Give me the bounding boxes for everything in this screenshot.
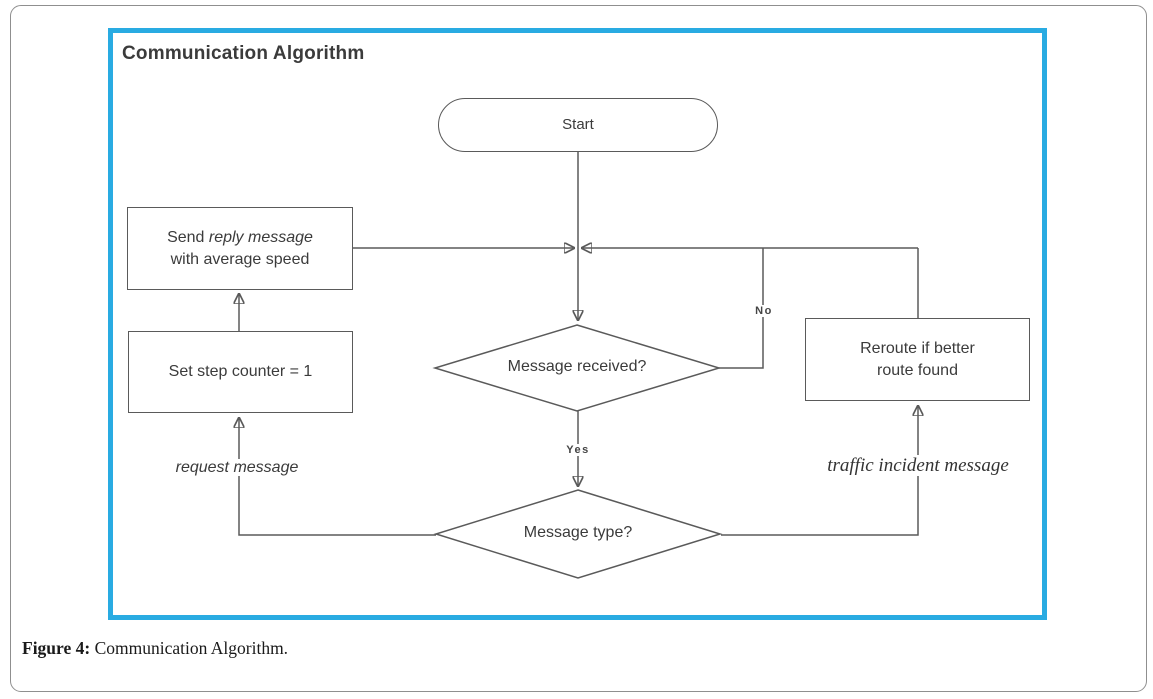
decision-message-received-shape bbox=[432, 324, 722, 412]
decision-message-received-label: Message received? bbox=[507, 358, 647, 375]
node-set-step-counter-label: Set step counter = 1 bbox=[168, 363, 313, 381]
figure-caption-text: Communication Algorithm. bbox=[90, 638, 289, 658]
decision-message-type-label: Message type? bbox=[523, 524, 633, 541]
node-reroute: Reroute if better route found bbox=[805, 318, 1030, 401]
connector-traffic-branch bbox=[721, 406, 918, 536]
node-send-reply-label: Send reply message with average speed bbox=[167, 228, 313, 268]
edge-label-request-message: request message bbox=[137, 459, 337, 477]
node-send-reply: Send reply message with average speed bbox=[127, 207, 353, 290]
figure-caption: Figure 4: Communication Algorithm. bbox=[22, 638, 288, 659]
decision-message-type-shape bbox=[433, 489, 723, 579]
diagram-title: Communication Algorithm bbox=[122, 43, 365, 64]
figure-caption-prefix: Figure 4: bbox=[22, 638, 91, 658]
edge-label-no: No bbox=[746, 305, 782, 317]
node-start: Start bbox=[438, 98, 718, 152]
edge-label-traffic-incident-message: traffic incident message bbox=[800, 455, 1036, 477]
node-start-label: Start bbox=[562, 115, 594, 133]
edge-label-yes: Yes bbox=[556, 444, 600, 456]
connector-request-branch bbox=[239, 418, 436, 536]
connector-no-loop bbox=[719, 248, 764, 369]
node-set-step-counter: Set step counter = 1 bbox=[128, 331, 353, 413]
node-reroute-label: Reroute if better route found bbox=[860, 339, 975, 379]
